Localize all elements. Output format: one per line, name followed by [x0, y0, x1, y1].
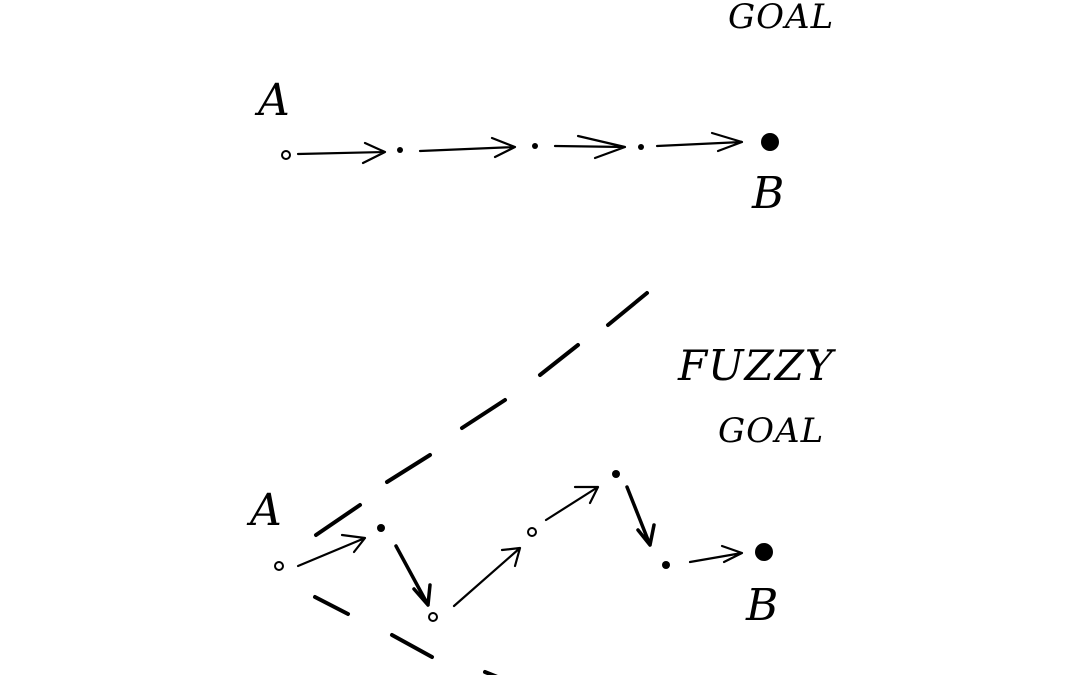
arrow-6 — [688, 544, 744, 564]
fuzzy-boundary-lower — [313, 595, 498, 675]
bottom-diagram: FUZZY GOAL A B — [246, 291, 837, 675]
top-diagram: GOAL A B — [254, 0, 834, 219]
arrow-3 — [553, 134, 627, 160]
bottom-goal-label: GOAL — [718, 411, 824, 451]
step-point — [532, 143, 538, 149]
arrow-2 — [418, 136, 517, 159]
step-point — [527, 527, 537, 537]
goal-point — [761, 133, 779, 151]
arrow-4 — [655, 131, 744, 153]
goal-point — [755, 543, 773, 561]
top-start-label: A — [254, 75, 290, 126]
step-point — [662, 561, 670, 569]
arrow-1 — [296, 533, 367, 568]
arrow-1 — [296, 141, 387, 165]
top-goal-label: GOAL — [728, 0, 834, 37]
step-point — [612, 470, 620, 478]
start-point — [281, 150, 291, 160]
arrow-5 — [625, 485, 656, 547]
bottom-end-label: B — [745, 580, 778, 631]
arrow-3 — [452, 546, 522, 608]
step-point — [428, 612, 438, 622]
top-end-label: B — [751, 168, 784, 219]
start-point — [274, 561, 284, 571]
step-point — [638, 144, 644, 150]
bottom-start-label: A — [246, 485, 282, 536]
step-point — [377, 524, 385, 532]
arrow-4 — [544, 485, 600, 522]
fuzzy-boundary-upper — [314, 291, 649, 537]
step-point — [397, 147, 403, 153]
fuzzy-label: FUZZY — [677, 341, 837, 390]
arrow-2 — [394, 544, 432, 607]
